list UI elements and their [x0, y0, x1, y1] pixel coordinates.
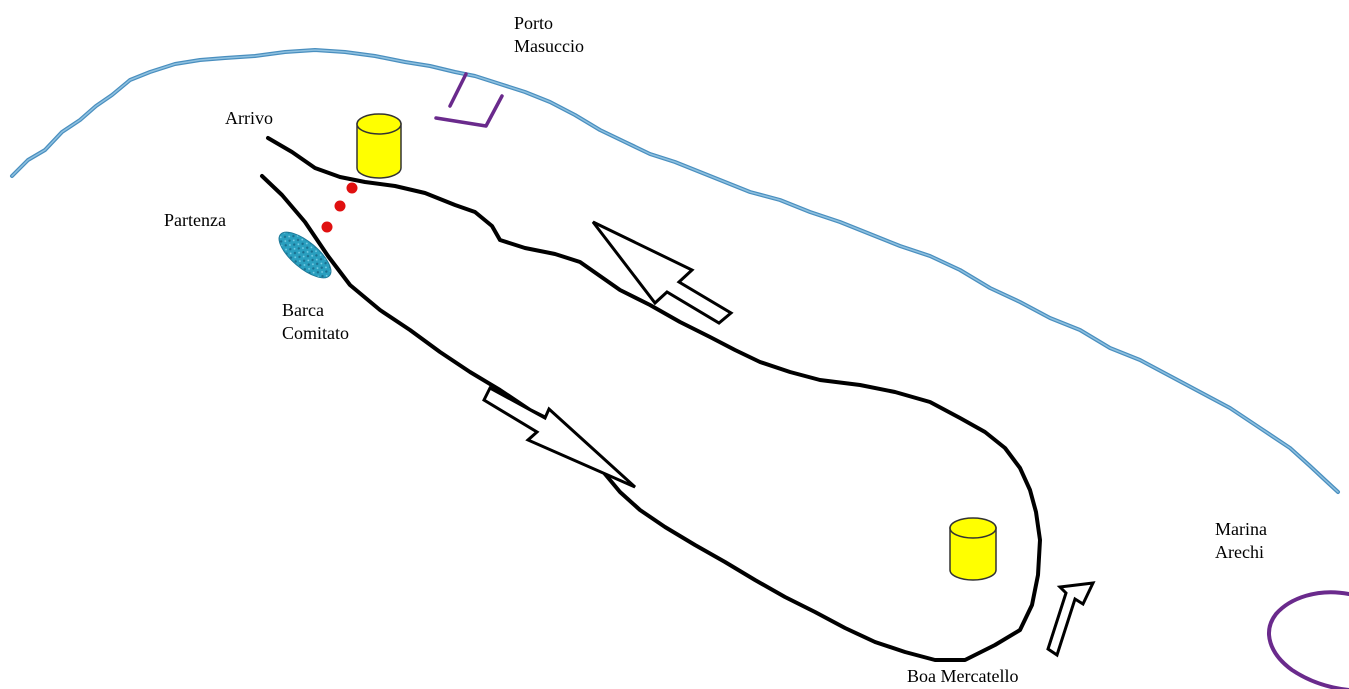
barca-comitato-label: Barca Comitato — [282, 299, 349, 345]
mercatello-buoy-icon — [949, 517, 997, 581]
coastline — [10, 48, 1340, 494]
boa-mercatello-label: Boa Mercatello — [907, 666, 1019, 686]
top-buoy-icon — [356, 113, 402, 179]
barca-comitato-label-line1: Barca — [282, 300, 324, 320]
porto-masuccio-label: Porto Masuccio — [514, 12, 584, 58]
committee-boat-icon — [278, 231, 332, 279]
marina-arechi-label-line1: Marina — [1215, 519, 1267, 539]
marina-arechi-label: Marina Arechi — [1215, 518, 1267, 564]
mercatello-buoy-body — [949, 527, 997, 581]
start-mark-1 — [346, 182, 358, 194]
downwind-arrow-icon — [482, 385, 637, 489]
rounding-arrow-icon — [1046, 581, 1096, 658]
porto-masuccio-label-line1: Porto — [514, 13, 554, 33]
coastline-inner-stroke — [11, 49, 1339, 493]
upwind-arrow-icon — [591, 220, 734, 325]
course-line — [260, 136, 1042, 662]
start-mark-2 — [334, 200, 346, 212]
start-mark-3 — [321, 221, 333, 233]
top-buoy-top — [356, 113, 402, 135]
top-buoy-body — [356, 123, 402, 179]
marina-arechi-harbor — [1267, 590, 1349, 689]
partenza-label: Partenza — [164, 210, 226, 230]
marina-arechi-label-line2: Arechi — [1215, 542, 1264, 562]
porto-masuccio-label-line2: Masuccio — [514, 36, 584, 56]
barca-comitato-label-line2: Comitato — [282, 323, 349, 343]
mercatello-buoy-top — [949, 517, 997, 539]
arrivo-label: Arrivo — [225, 108, 273, 128]
porto-masuccio-harbor — [434, 72, 504, 128]
